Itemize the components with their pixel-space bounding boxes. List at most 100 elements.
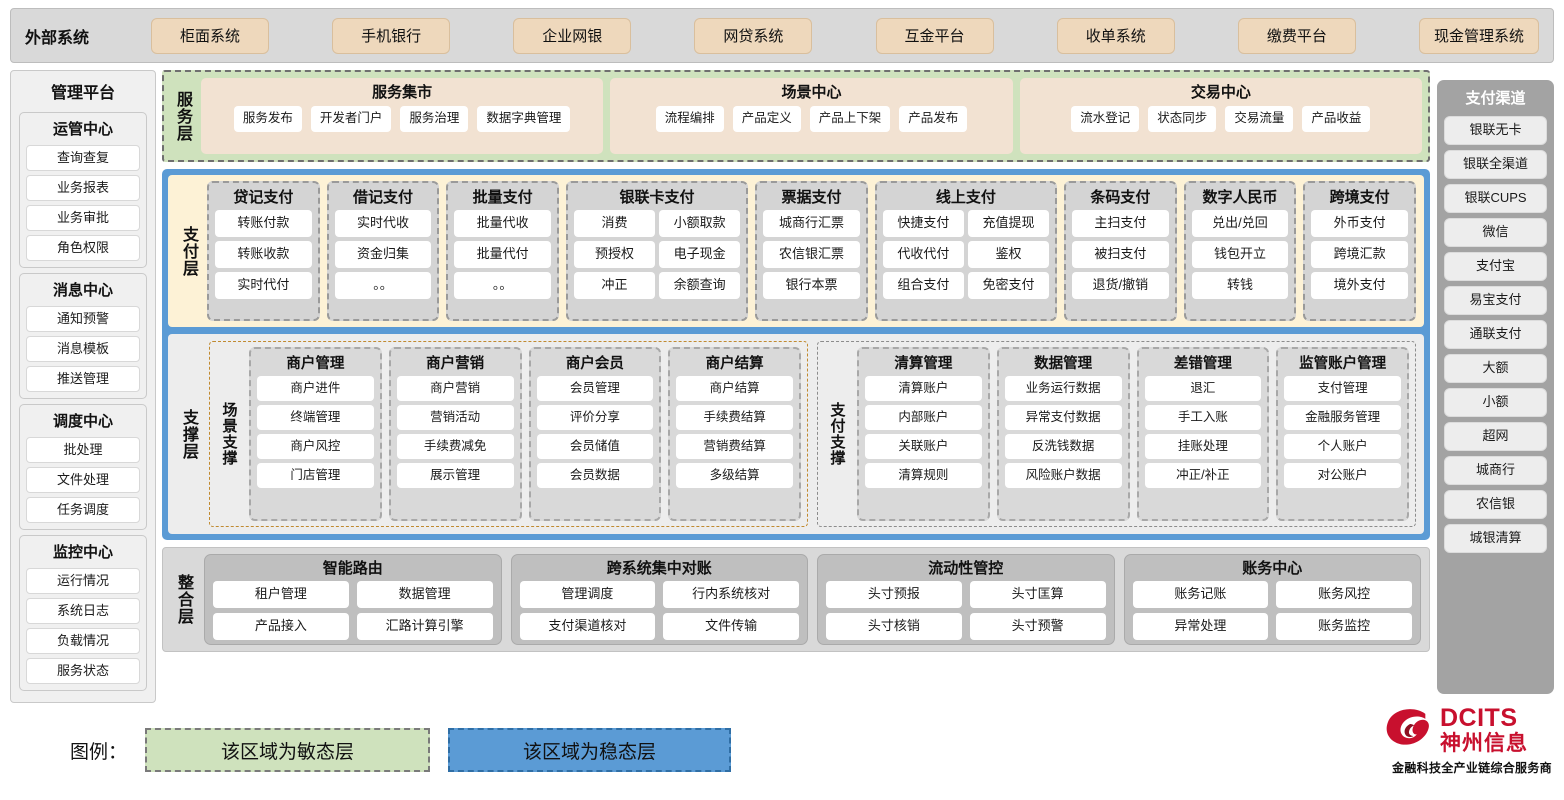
payment-item[interactable]: 转账收款 [215, 241, 312, 268]
management-item[interactable]: 系统日志 [26, 598, 140, 624]
support-item[interactable]: 退汇 [1144, 376, 1262, 401]
payment-item[interactable]: 预授权 [573, 241, 656, 268]
external-system-chip[interactable]: 手机银行 [332, 17, 451, 54]
payment-item[interactable]: 批量代收 [454, 210, 551, 237]
payment-item[interactable]: 。。 [334, 272, 432, 299]
management-item[interactable]: 消息模板 [26, 336, 140, 362]
management-item[interactable]: 查询查复 [26, 145, 140, 171]
integration-item[interactable]: 账务风控 [1276, 581, 1412, 608]
support-item[interactable]: 终端管理 [257, 405, 374, 430]
support-item[interactable]: 对公账户 [1284, 463, 1401, 488]
payment-channel-item[interactable]: 银联无卡 [1444, 116, 1547, 145]
payment-item[interactable]: 境外支付 [1311, 272, 1408, 299]
management-item[interactable]: 业务报表 [26, 175, 140, 201]
payment-item[interactable]: 银行本票 [763, 272, 860, 299]
support-item[interactable]: 手续费减免 [396, 434, 514, 459]
service-item[interactable]: 产品收益 [1302, 106, 1371, 132]
payment-item[interactable]: 鉴权 [967, 241, 1050, 268]
service-item[interactable]: 开发者门户 [310, 106, 392, 132]
service-item[interactable]: 交易流量 [1225, 106, 1294, 132]
external-system-chip[interactable]: 企业网银 [513, 17, 632, 54]
support-item[interactable]: 关联账户 [865, 434, 982, 459]
service-item[interactable]: 产品定义 [732, 106, 801, 132]
payment-channel-item[interactable]: 超网 [1444, 422, 1547, 451]
payment-item[interactable]: 消费 [573, 210, 656, 237]
integration-item[interactable]: 头寸预警 [969, 613, 1106, 640]
payment-channel-item[interactable]: 微信 [1444, 218, 1547, 247]
support-item[interactable]: 展示管理 [396, 463, 514, 488]
integration-item[interactable]: 数据管理 [356, 581, 493, 608]
payment-channel-item[interactable]: 大额 [1444, 354, 1547, 383]
integration-item[interactable]: 文件传输 [663, 613, 799, 640]
support-item[interactable]: 冲正/补正 [1144, 463, 1262, 488]
management-item[interactable]: 推送管理 [26, 366, 140, 392]
payment-item[interactable]: 批量代付 [454, 241, 551, 268]
management-item[interactable]: 批处理 [26, 437, 140, 463]
integration-item[interactable]: 行内系统核对 [663, 581, 799, 608]
payment-item[interactable]: 实时代收 [334, 210, 432, 237]
payment-item[interactable]: 代收代付 [882, 241, 964, 268]
service-item[interactable]: 产品发布 [899, 106, 968, 132]
support-item[interactable]: 会员管理 [536, 376, 654, 401]
integration-item[interactable]: 汇路计算引擎 [356, 613, 493, 640]
support-item[interactable]: 风险账户数据 [1004, 463, 1122, 488]
service-item[interactable]: 流水登记 [1071, 106, 1140, 132]
support-item[interactable]: 营销费结算 [676, 434, 793, 459]
management-item[interactable]: 文件处理 [26, 467, 140, 493]
integration-item[interactable]: 头寸核销 [826, 613, 962, 640]
payment-channel-item[interactable]: 农信银 [1444, 490, 1547, 519]
support-item[interactable]: 营销活动 [396, 405, 514, 430]
support-item[interactable]: 商户营销 [396, 376, 514, 401]
management-item[interactable]: 通知预警 [26, 306, 140, 332]
payment-item[interactable]: 兑出/兑回 [1191, 210, 1289, 237]
support-item[interactable]: 门店管理 [257, 463, 374, 488]
support-item[interactable]: 评价分享 [536, 405, 654, 430]
support-item[interactable]: 金融服务管理 [1284, 405, 1401, 430]
payment-item[interactable]: 余额查询 [659, 272, 741, 299]
integration-item[interactable]: 账务监控 [1276, 613, 1412, 640]
management-item[interactable]: 任务调度 [26, 497, 140, 523]
service-item[interactable]: 状态同步 [1148, 106, 1217, 132]
integration-item[interactable]: 异常处理 [1132, 613, 1269, 640]
payment-item[interactable]: 快捷支付 [882, 210, 964, 237]
management-item[interactable]: 运行情况 [26, 568, 140, 594]
payment-item[interactable]: 农信银汇票 [763, 241, 860, 268]
support-item[interactable]: 会员数据 [536, 463, 654, 488]
payment-item[interactable]: 退货/撤销 [1072, 272, 1169, 299]
service-item[interactable]: 产品上下架 [809, 106, 891, 132]
payment-item[interactable]: 小额取款 [659, 210, 741, 237]
payment-item[interactable]: 外币支付 [1311, 210, 1408, 237]
management-item[interactable]: 角色权限 [26, 235, 140, 261]
payment-item[interactable]: 转钱 [1191, 272, 1289, 299]
management-item[interactable]: 业务审批 [26, 205, 140, 231]
management-item[interactable]: 服务状态 [26, 658, 140, 684]
payment-channel-item[interactable]: 城银清算 [1444, 524, 1547, 553]
support-item[interactable]: 清算规则 [865, 463, 982, 488]
integration-item[interactable]: 头寸预报 [826, 581, 962, 608]
integration-item[interactable]: 头寸匡算 [969, 581, 1106, 608]
support-item[interactable]: 个人账户 [1284, 434, 1401, 459]
payment-channel-item[interactable]: 支付宝 [1444, 252, 1547, 281]
external-system-chip[interactable]: 互金平台 [875, 17, 994, 54]
external-system-chip[interactable]: 现金管理系统 [1418, 17, 1539, 54]
integration-item[interactable]: 租户管理 [213, 581, 349, 608]
payment-item[interactable]: 充值提现 [967, 210, 1050, 237]
service-item[interactable]: 服务发布 [233, 106, 302, 132]
support-item[interactable]: 内部账户 [865, 405, 982, 430]
integration-item[interactable]: 管理调度 [519, 581, 656, 608]
payment-item[interactable]: 冲正 [573, 272, 656, 299]
management-item[interactable]: 负载情况 [26, 628, 140, 654]
support-item[interactable]: 清算账户 [865, 376, 982, 401]
support-item[interactable]: 商户结算 [676, 376, 793, 401]
support-item[interactable]: 异常支付数据 [1004, 405, 1122, 430]
support-item[interactable]: 反洗钱数据 [1004, 434, 1122, 459]
support-item[interactable]: 手工入账 [1144, 405, 1262, 430]
payment-item[interactable]: 组合支付 [882, 272, 964, 299]
support-item[interactable]: 会员储值 [536, 434, 654, 459]
support-item[interactable]: 多级结算 [676, 463, 793, 488]
payment-item[interactable]: 资金归集 [334, 241, 432, 268]
payment-channel-item[interactable]: 城商行 [1444, 456, 1547, 485]
support-item[interactable]: 挂账处理 [1144, 434, 1262, 459]
external-system-chip[interactable]: 缴费平台 [1237, 17, 1356, 54]
payment-channel-item[interactable]: 银联CUPS [1444, 184, 1547, 213]
